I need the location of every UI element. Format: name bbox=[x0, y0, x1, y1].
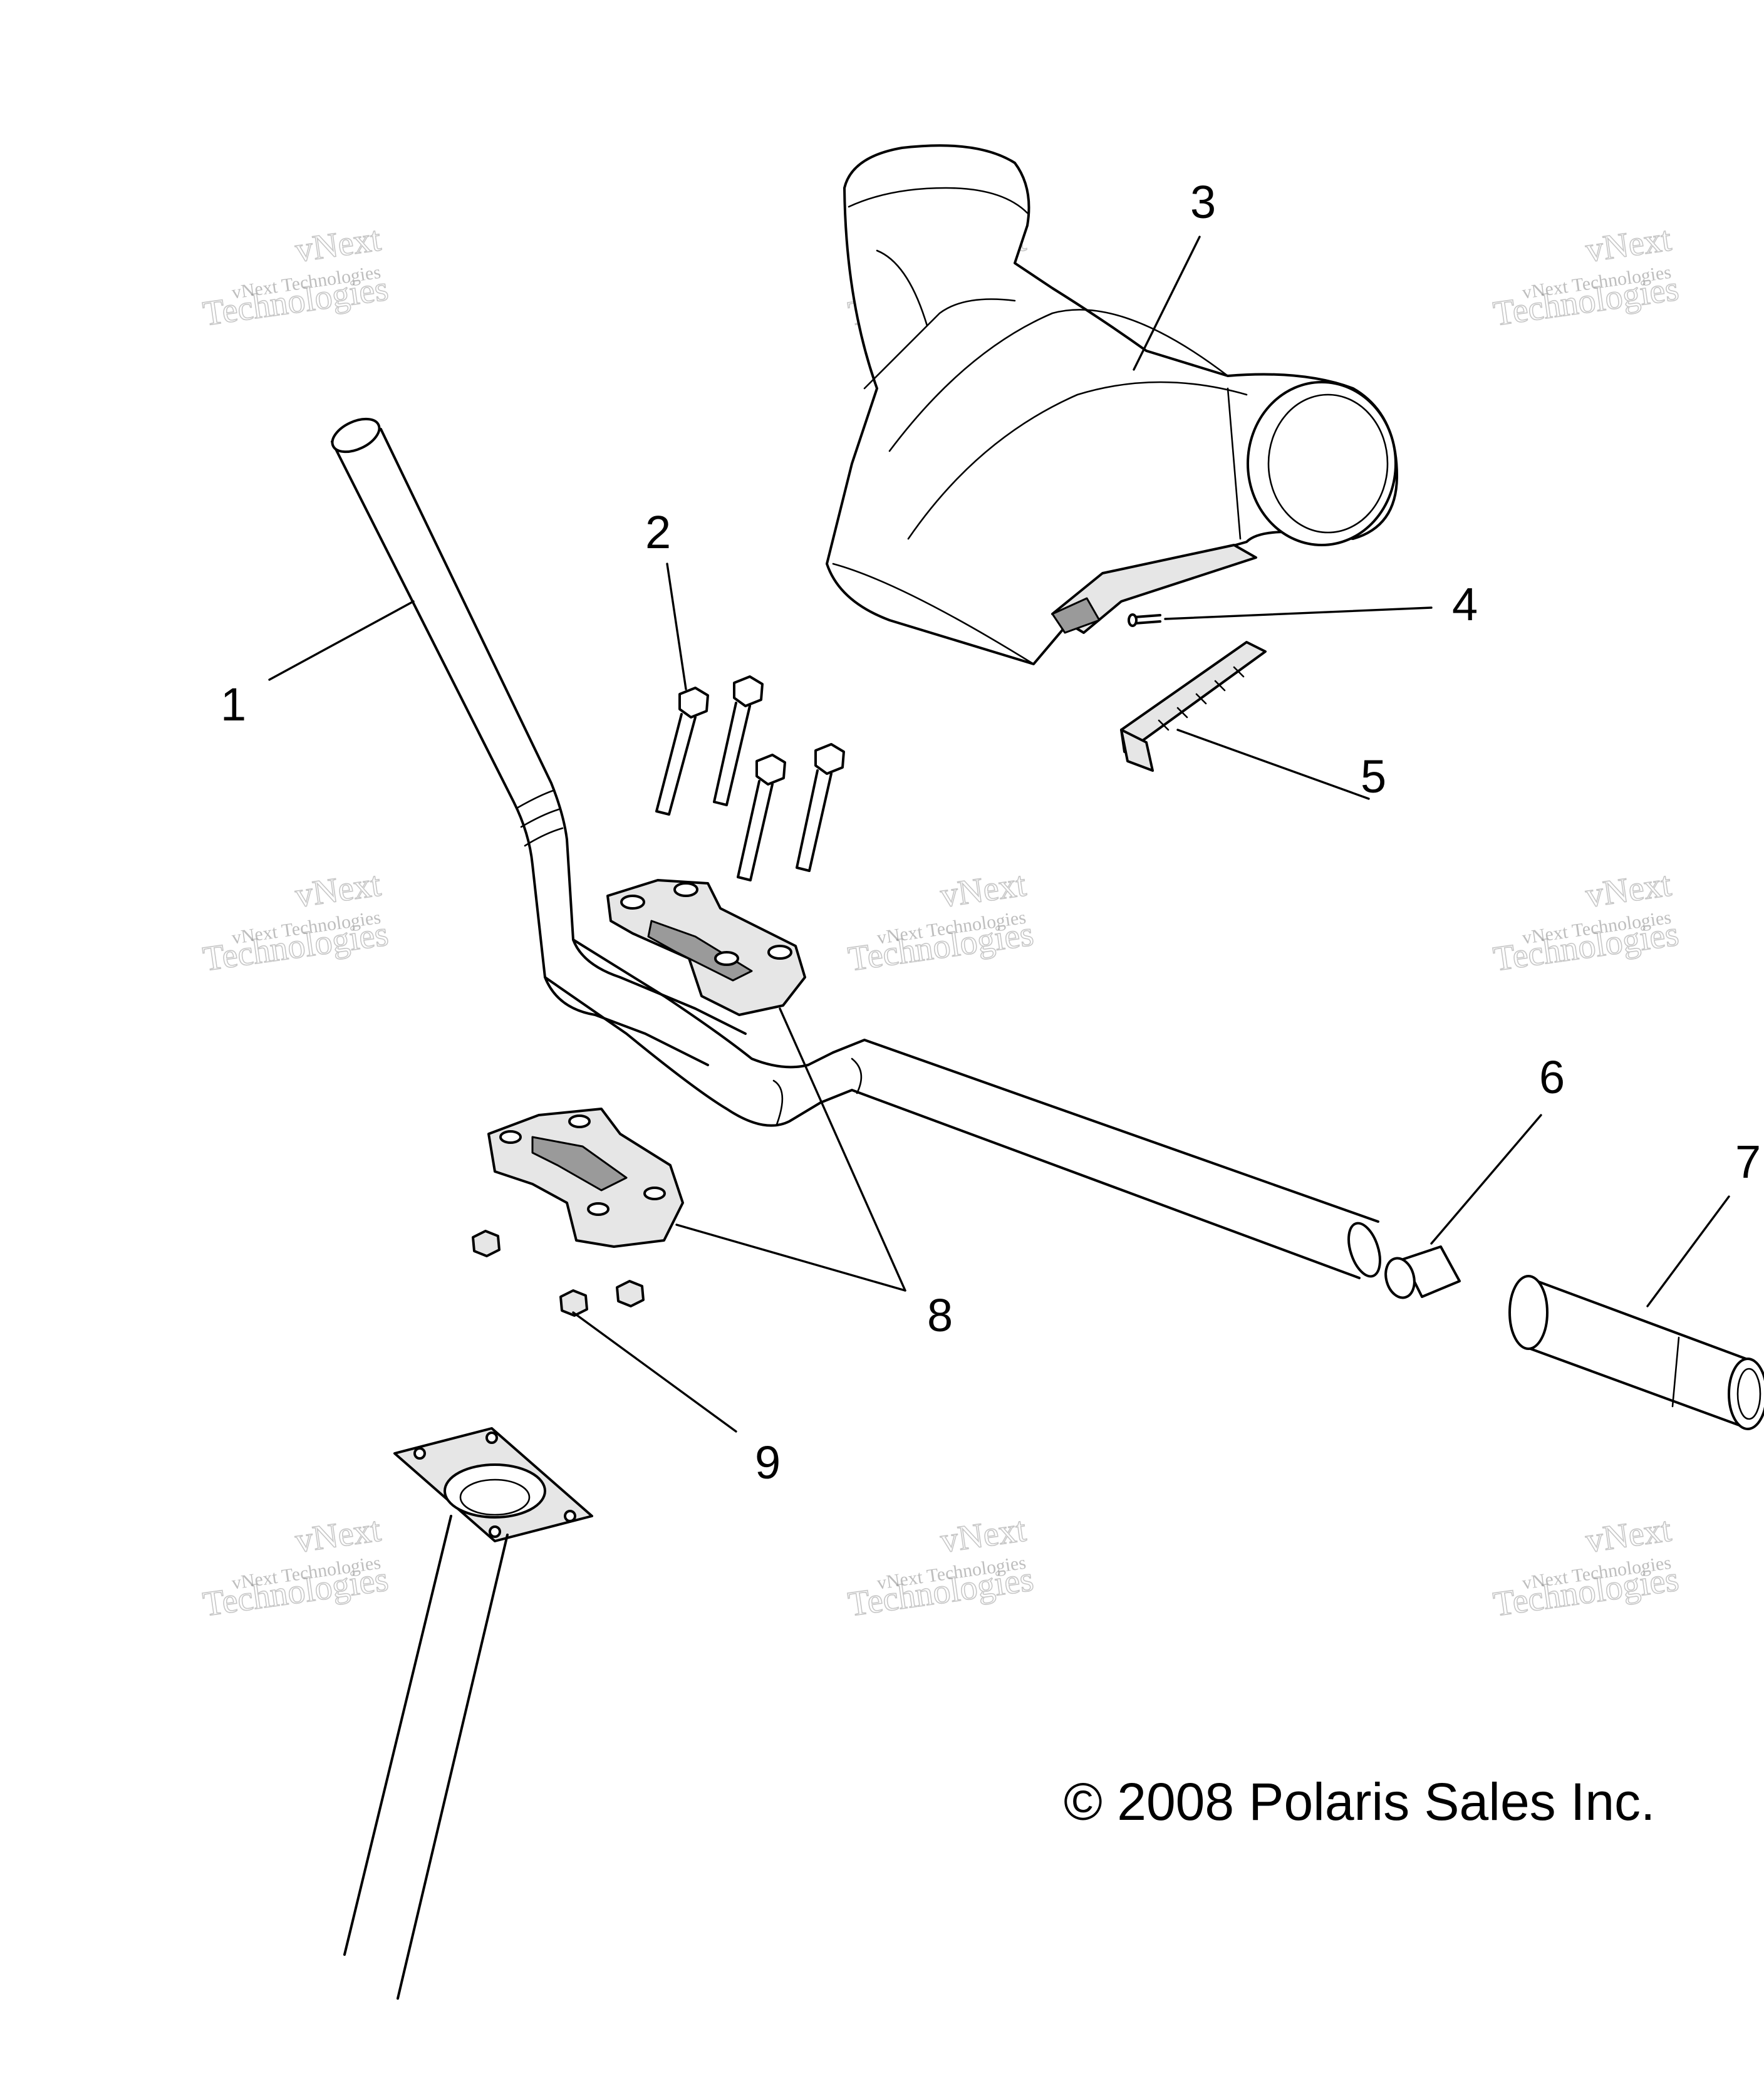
svg-text:vNext: vNext bbox=[1583, 219, 1674, 270]
copyright-text: © 2008 Polaris Sales Inc. bbox=[1064, 1772, 1655, 1831]
svg-text:vNext: vNext bbox=[938, 1510, 1029, 1561]
svg-text:vNext: vNext bbox=[293, 1510, 383, 1561]
watermark-logo: vNext Technologies vNext Technologies bbox=[200, 1510, 391, 1625]
svg-text:vNext: vNext bbox=[1583, 1510, 1674, 1561]
end-plug-part bbox=[1384, 1245, 1461, 1299]
callout-8: 8 bbox=[927, 1289, 953, 1341]
upper-clamp-part bbox=[606, 879, 806, 1016]
small-screw-part bbox=[1128, 613, 1161, 627]
watermark-logo: vNext Technologies vNext Technologies bbox=[845, 865, 1036, 980]
svg-text:vNext: vNext bbox=[293, 219, 383, 270]
callout-2: 2 bbox=[645, 506, 671, 558]
steering-post-part bbox=[343, 1427, 593, 2000]
callout-7: 7 bbox=[1735, 1136, 1761, 1188]
callout-9: 9 bbox=[755, 1436, 781, 1488]
bolts-part bbox=[655, 675, 845, 881]
cable-tie-part bbox=[1120, 641, 1267, 772]
callout-3: 3 bbox=[1190, 176, 1216, 228]
callout-1: 1 bbox=[220, 678, 246, 730]
headlight-pod-part bbox=[826, 144, 1398, 665]
callout-4: 4 bbox=[1452, 578, 1478, 630]
grip-part bbox=[1508, 1275, 1764, 1430]
callout-6: 6 bbox=[1539, 1051, 1565, 1103]
svg-text:vNext: vNext bbox=[293, 865, 383, 915]
nuts-part bbox=[472, 1230, 645, 1317]
callouts: 1 2 3 4 5 6 7 8 9 bbox=[220, 176, 1761, 1488]
handlebar-part bbox=[331, 417, 1381, 1279]
watermark-logo: vNext Technologies vNext Technologies bbox=[845, 1510, 1036, 1625]
callout-5: 5 bbox=[1361, 751, 1386, 802]
watermark-logo: vNext Technologies vNext Technologies bbox=[200, 865, 391, 980]
watermark-logo: vNext Technologies vNext Technologies bbox=[1490, 1510, 1681, 1625]
watermark-logo: vNext Technologies vNext Technologies bbox=[200, 219, 391, 335]
leader-lines bbox=[268, 236, 1730, 1433]
lower-clamp-part bbox=[487, 1108, 684, 1248]
watermark-logo: vNext Technologies vNext Technologies bbox=[1490, 219, 1681, 335]
svg-text:vNext: vNext bbox=[938, 865, 1029, 915]
svg-text:vNext: vNext bbox=[1583, 865, 1674, 915]
watermark-logo: vNext Technologies vNext Technologies bbox=[1490, 865, 1681, 980]
